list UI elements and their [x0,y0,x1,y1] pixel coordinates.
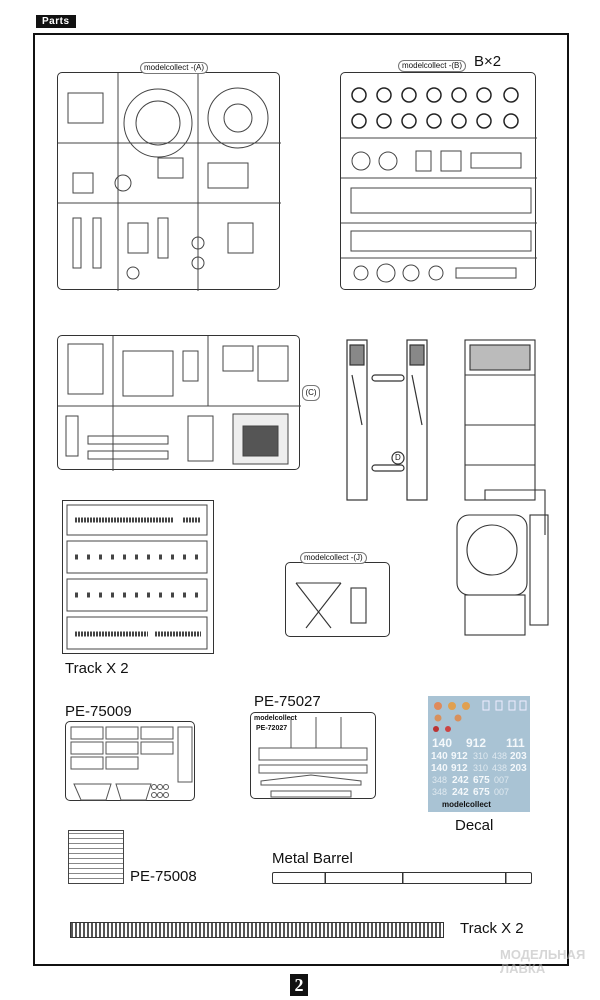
sprue-a-letter: A [196,63,202,72]
watermark-line2: ЛАВКА [500,961,546,976]
watermark-line1: МОДЕЛЬНАЯ [500,947,586,962]
section-label-parts: Parts [36,15,76,28]
decal-number: 675 [473,775,490,786]
sprue-c [57,335,301,471]
pe-75008-fret [68,830,124,884]
decal-number: 310 [473,763,489,773]
decal-label: Decal [455,817,494,834]
pe-75027-label: PE-75027 [254,693,321,710]
decal-number: 007 [494,787,510,797]
decal-number: 007 [494,775,510,785]
sprue-b-drawing [341,87,537,283]
parts-frame [33,33,569,966]
track-link-label: Track X 2 [460,920,524,937]
decal-number: 310 [473,751,489,761]
page-number: 2 [290,974,308,996]
decal-number: 203 [510,763,527,774]
track-sprues [62,500,214,654]
sprue-a-tag: modelcollect -(A) [140,62,209,74]
sprue-brand: modelcollect [144,63,189,72]
metal-barrel-label: Metal Barrel [272,850,353,867]
sprue-b-count: B×2 [474,53,502,70]
track-sprue-label: Track X 2 [65,660,129,677]
decal-number: 140 [432,736,453,750]
pe-75009-label: PE-75009 [65,703,132,720]
pe-75009-drawing [70,726,193,801]
decal-number: 675 [473,787,490,798]
sprue-a [57,72,281,291]
decal-number: 348 [432,775,448,785]
pe-75027-fret: modelcollect PE-72027 [250,712,376,799]
sprue-j-drawing [295,582,367,629]
sprue-a-drawing [58,73,281,291]
decal-number: 242 [452,775,469,786]
sprue-b-letter: B [454,61,460,70]
watermark: МОДЕЛЬНАЯ ЛАВКА [500,948,585,976]
decal-number: 111 [506,736,525,750]
decal-number: 912 [451,763,468,774]
metal-barrel [272,872,532,884]
pe-75009-fret [65,721,195,801]
track-link-strip [70,922,444,938]
decal-number: 348 [432,787,448,797]
pe-72027-code: PE-72027 [256,725,288,732]
decal-number: 140 [431,763,448,774]
decal-number: 140 [431,751,448,762]
sprue-c-letter: C [308,388,314,397]
decal-number: 912 [466,736,487,750]
sprue-b [340,72,537,290]
decal-number: 912 [451,751,468,762]
sprue-d: D [342,335,442,505]
sprue-j-tag: modelcollect -(J) [300,552,367,564]
sprue-j [285,562,390,637]
decal-insignia [433,700,527,732]
decal-number: 438 [492,751,508,761]
sprue-d-letter: D [395,453,401,462]
hull-drawing [456,339,549,636]
decal-number: 438 [492,763,508,773]
hull-tub-part [455,335,565,645]
sprue-b-tag: modelcollect -(B) [398,60,467,72]
track-sprue-drawing [66,504,208,650]
sprue-c-tag: (C) [302,385,320,401]
sprue-d-drawing [346,339,428,501]
pe-75027-brand: modelcollect [254,715,297,722]
sprue-brand: modelcollect [402,61,447,70]
decal-number: 203 [510,751,527,762]
decal-number: 242 [452,787,469,798]
sprue-c-drawing [58,336,301,471]
pe-75008-label: PE-75008 [130,868,197,885]
pe-75027-drawing [258,717,368,798]
decal-brand: modelcollect [442,800,491,809]
decal-sheet: 140 912 111 140 912 310 438 203 140 912 … [428,696,530,812]
sprue-brand: modelcollect [304,553,349,562]
sprue-j-letter: J [356,553,361,562]
